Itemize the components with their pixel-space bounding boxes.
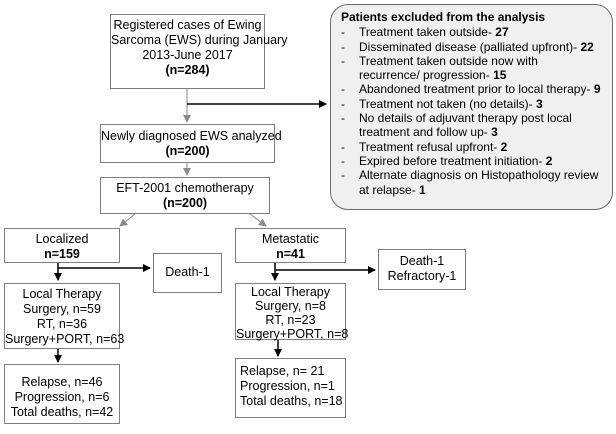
arrow-chemo-to-metastatic — [249, 213, 267, 227]
local-therapy-localized-box: Local Therapy Surgery, n=59 RT, n=36 Sur… — [4, 283, 125, 349]
outcome-localized-box: Relapse, n=46 Progression, n=6 Total dea… — [4, 364, 120, 424]
local-therapy-right-line-2: Surgery, n=8 — [255, 299, 326, 313]
chemotherapy-label: EFT-2001 chemotherapy — [116, 181, 254, 195]
excluded-item: -No details of adjuvant therapy post loc… — [341, 111, 572, 126]
localized-box: Localized n=159 — [4, 228, 120, 263]
local-therapy-left-line-4: Surgery+PORT, n=63 — [5, 332, 125, 346]
arrow-chemo-to-localized — [119, 213, 136, 227]
excluded-title: Patients excluded from the analysis — [341, 10, 546, 24]
local-therapy-left-line-3: RT, n=36 — [36, 317, 88, 331]
excluded-item: -Alternate diagnosis on Histopathology r… — [341, 168, 599, 183]
local-therapy-metastatic-box: Local Therapy Surgery, n=8 RT, n=23 Surg… — [235, 283, 349, 341]
outcome-right-line-3: Total deaths, n=18 — [240, 394, 343, 408]
registered-line-2: Sarcoma (EWS) during January — [111, 33, 288, 47]
analyzed-box: Newly diagnosed EWS analyzed (n=200) — [100, 124, 282, 163]
excluded-item: -Abandoned treatment prior to local ther… — [341, 82, 601, 97]
death-metastatic-box: Death-1 Refractory-1 — [378, 249, 466, 290]
excluded-item: -Treatment taken outside now with — [341, 53, 538, 68]
excluded-item: -Treatment taken outside- 27 — [341, 25, 509, 40]
death-metastatic-line-1: Death-1 — [399, 254, 445, 268]
outcome-left-line-1: Relapse, n=46 — [21, 375, 103, 389]
outcome-right-line-2: Progression, n=1 — [240, 379, 335, 393]
death-localized-box: Death-1 — [153, 253, 222, 293]
localized-label: Localized — [35, 232, 89, 246]
excluded-item-continued: recurrence/ progression- 15 — [359, 68, 507, 83]
excluded-item: -Expired before treatment initiation- 2 — [341, 153, 553, 168]
death-localized-label: Death-1 — [165, 265, 210, 279]
death-metastatic-line-2: Refractory-1 — [387, 269, 457, 283]
chemotherapy-box: EFT-2001 chemotherapy (n=200) — [100, 177, 270, 214]
metastatic-label: Metastatic — [262, 232, 319, 246]
excluded-patients-box: Patients excluded from the analysis -Tre… — [330, 4, 613, 210]
excluded-list: -Treatment taken outside- 27 - Dissemina… — [341, 25, 604, 197]
registered-cases-box: Registered cases of Ewing Sarcoma (EWS) … — [110, 14, 288, 89]
analyzed-label: Newly diagnosed EWS analyzed — [101, 129, 282, 143]
outcome-left-line-3: Total deaths, n=42 — [10, 405, 114, 419]
chemotherapy-count: (n=200) — [162, 196, 208, 210]
local-therapy-left-line-1: Local Therapy — [22, 287, 102, 301]
outcome-left-line-2: Progression, n=6 — [14, 390, 110, 404]
local-therapy-right-line-4: Surgery+PORT, n=8 — [236, 327, 349, 341]
metastatic-box: Metastatic n=41 — [235, 228, 346, 263]
localized-count: n=159 — [44, 247, 80, 261]
metastatic-count: n=41 — [276, 247, 305, 261]
excluded-item: - Disseminated disease (palliated upfron… — [341, 39, 594, 54]
registered-line-3: 2013-June 2017 — [142, 48, 233, 62]
excluded-item-continued: at relapse- 1 — [359, 182, 426, 197]
local-therapy-right-line-3: RT, n=23 — [265, 313, 316, 327]
analyzed-count: (n=200) — [165, 144, 210, 158]
registered-count: (n=284) — [165, 63, 210, 77]
excluded-item-continued: treatment and follow up- 3 — [359, 125, 498, 140]
outcome-metastatic-box: Relapse, n= 21 Progression, n=1 Total de… — [235, 358, 346, 418]
local-therapy-right-line-1: Local Therapy — [251, 285, 330, 299]
excluded-item: -Treatment refusal upfront- 2 — [341, 139, 508, 154]
registered-line-1: Registered cases of Ewing — [113, 18, 262, 32]
outcome-right-line-1: Relapse, n= 21 — [240, 364, 325, 378]
excluded-item: -Treatment not taken (no details)- 3 — [341, 96, 543, 111]
local-therapy-left-line-2: Surgery, n=59 — [23, 302, 101, 316]
